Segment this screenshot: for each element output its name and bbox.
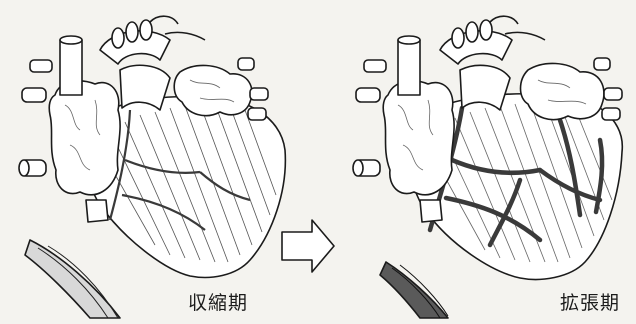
side-vessels-systole <box>19 60 52 176</box>
right-atrium-diastole <box>383 81 454 195</box>
heart-diastole <box>353 16 622 318</box>
vena-cava-diastole <box>398 40 420 95</box>
right-atrium-systole <box>49 81 120 195</box>
vena-cava-systole <box>60 40 82 95</box>
inferior-vena-cava-diastole <box>420 200 442 222</box>
systole-label: 収縮期 <box>188 288 248 315</box>
apex-strip-systole <box>25 240 120 318</box>
apex-strip-diastole <box>380 262 448 318</box>
aortic-arch-diastole <box>440 16 545 64</box>
left-atrium-systole <box>174 65 252 115</box>
aortic-arch-systole <box>100 16 205 64</box>
diastole-label: 拡張期 <box>560 288 620 315</box>
pulmonary-trunk-systole <box>120 65 170 110</box>
left-atrium-diastole <box>521 63 604 119</box>
inferior-vena-cava-systole <box>86 200 108 222</box>
side-vessels-diastole <box>353 60 386 176</box>
heart-systole <box>19 16 285 318</box>
right-arrow-icon <box>282 220 334 272</box>
pulmonary-trunk-diastole <box>460 65 510 110</box>
